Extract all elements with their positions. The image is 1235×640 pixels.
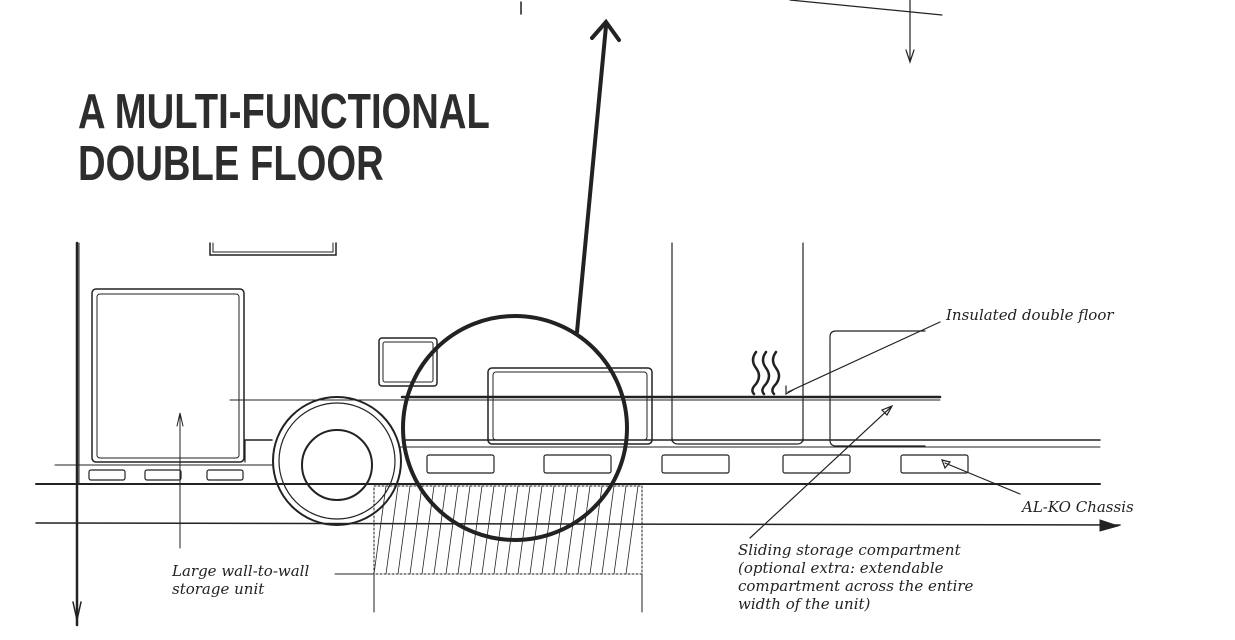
chassis-slot: [426, 454, 495, 474]
label-storage-line: Large wall-to-wall: [172, 562, 310, 580]
overhead-cabinet: [209, 242, 337, 256]
heat-wave-2: [761, 350, 771, 396]
heat-wave-3: [771, 350, 781, 396]
wheel-outer: [272, 396, 402, 526]
ground-line: [35, 522, 1121, 526]
label-sliding-line: Sliding storage compartment: [738, 541, 961, 559]
chassis-slot: [661, 454, 730, 474]
chassis-slot: [543, 454, 612, 474]
detail-arrow-head: [590, 18, 621, 42]
label-storage-line: storage unit: [172, 580, 265, 598]
storage-hatch-area: [373, 485, 643, 575]
leader-insulated-floor: [787, 321, 941, 393]
label-sliding-line: compartment across the entire: [738, 577, 974, 595]
label-insulated-floor: Insulated double floor: [946, 306, 1114, 324]
detail-magnifier-circle: [401, 314, 629, 542]
label-sliding-line: width of the unit): [738, 595, 871, 613]
top-sketch-line: [789, 0, 943, 16]
leader-sliding: [749, 406, 892, 539]
page-title: A MULTI-FUNCTIONAL DOUBLE FLOOR: [78, 86, 490, 190]
wardrobe-outline: [91, 288, 245, 463]
chassis-slot: [900, 454, 969, 474]
chassis-slot: [88, 469, 126, 481]
chassis-slot: [782, 454, 851, 474]
label-sliding-compartment: Sliding storage compartment (optional ex…: [738, 541, 973, 613]
label-sliding-line: (optional extra: extendable: [738, 559, 944, 577]
left-arrowhead: [72, 601, 82, 621]
label-storage-unit: Large wall-to-wall storage unit: [172, 562, 309, 598]
chassis-slot: [206, 469, 244, 481]
middle-cabinet: [487, 367, 653, 445]
top-right-arrowhead: [905, 49, 915, 64]
right-cabinet: [829, 330, 926, 447]
label-chassis: AL-KO Chassis: [1022, 498, 1134, 516]
wheel-hub: [301, 429, 373, 501]
leader-chassis: [944, 462, 1021, 495]
title-line-1: A MULTI-FUNCTIONAL: [78, 85, 490, 139]
chassis-slot: [144, 469, 182, 481]
title-line-2: DOUBLE FLOOR: [78, 137, 384, 191]
heat-wave-1: [751, 350, 761, 396]
small-box: [378, 337, 438, 387]
detail-arrow-shaft: [575, 24, 608, 334]
